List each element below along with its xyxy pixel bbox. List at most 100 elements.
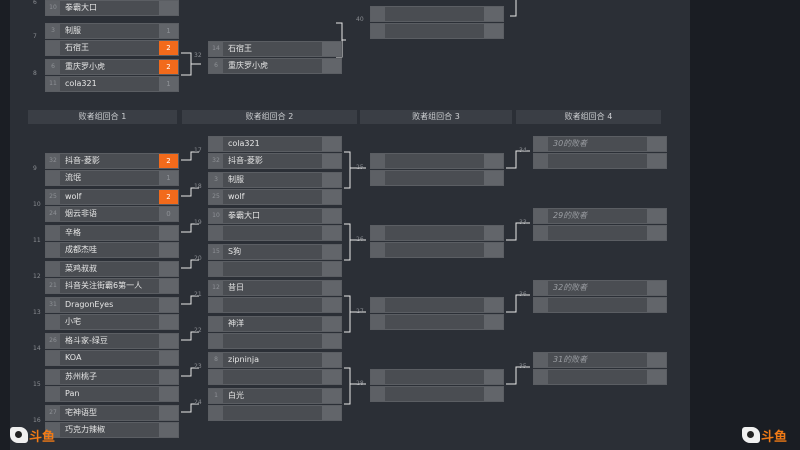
player-name: 流氓 — [65, 173, 81, 182]
match-slot[interactable] — [208, 225, 342, 241]
match-slot[interactable] — [208, 405, 342, 421]
seed-number — [534, 353, 548, 367]
match-slot[interactable] — [370, 153, 504, 169]
match-slot[interactable] — [370, 386, 504, 402]
match-slot[interactable] — [370, 242, 504, 258]
match-card[interactable]: 30的败者 — [533, 136, 667, 170]
match-number: 12 — [33, 273, 41, 280]
seed-number — [371, 7, 385, 21]
seed-number: 12 — [209, 281, 223, 295]
match-slot[interactable]: 小宅 — [45, 314, 179, 330]
match-slot[interactable] — [370, 369, 504, 385]
match-card[interactable] — [370, 153, 504, 187]
match-card[interactable]: 苏州桃子 Pan — [45, 369, 179, 403]
match-slot[interactable]: 31的败者 — [533, 352, 667, 368]
match-slot[interactable] — [533, 153, 667, 169]
player-name: 辛格 — [65, 228, 81, 237]
match-slot[interactable]: 辛格 — [45, 225, 179, 241]
match-card[interactable] — [370, 369, 504, 403]
match-slot[interactable] — [533, 369, 667, 385]
match-slot[interactable] — [370, 314, 504, 330]
match-slot[interactable] — [370, 225, 504, 241]
match-slot[interactable] — [208, 297, 342, 313]
match-slot[interactable] — [533, 225, 667, 241]
match-slot[interactable]: cola321 — [208, 136, 342, 152]
match-slot[interactable]: 30的败者 — [533, 136, 667, 152]
match-slot[interactable]: KOA — [45, 350, 179, 366]
match-slot[interactable] — [208, 369, 342, 385]
match-slot[interactable]: 29的败者 — [533, 208, 667, 224]
match-slot[interactable] — [370, 23, 504, 39]
score-box — [322, 137, 341, 151]
match-slot[interactable] — [370, 297, 504, 313]
match-card[interactable]: 辛格成都杰哇 — [45, 225, 179, 259]
score-box — [322, 370, 341, 384]
player-name: 抖音-菱影 — [228, 156, 263, 165]
match-card[interactable]: 31的败者 — [533, 352, 667, 386]
match-slot[interactable]: 苏州桃子 — [45, 369, 179, 385]
score-box — [322, 353, 341, 367]
match-card[interactable]: 32的败者 — [533, 280, 667, 314]
match-slot[interactable]: 成都杰哇 — [45, 242, 179, 258]
match-card[interactable] — [370, 6, 504, 40]
match-slot[interactable]: 巧克力辣椒 — [45, 422, 179, 438]
match-slot[interactable]: 神洋 — [208, 316, 342, 332]
match-slot[interactable]: 菜鸡叔叔 — [45, 261, 179, 277]
round-header-3: 败者组回合 3 — [360, 110, 512, 124]
player-name: cola321 — [65, 79, 97, 88]
match-slot[interactable]: Pan — [45, 386, 179, 402]
player-name: Pan — [65, 389, 80, 398]
match-slot[interactable] — [208, 333, 342, 349]
match-slot[interactable] — [370, 6, 504, 22]
match-card[interactable] — [370, 225, 504, 259]
match-card[interactable]: 29的败者 — [533, 208, 667, 242]
match-slot[interactable]: 32的败者 — [533, 280, 667, 296]
match-slot[interactable] — [533, 297, 667, 313]
match-slot[interactable] — [370, 170, 504, 186]
match-slot[interactable] — [208, 261, 342, 277]
score-box: 2 — [159, 60, 178, 74]
match-card[interactable]: 神洋 — [208, 316, 342, 350]
match-card[interactable] — [370, 297, 504, 331]
